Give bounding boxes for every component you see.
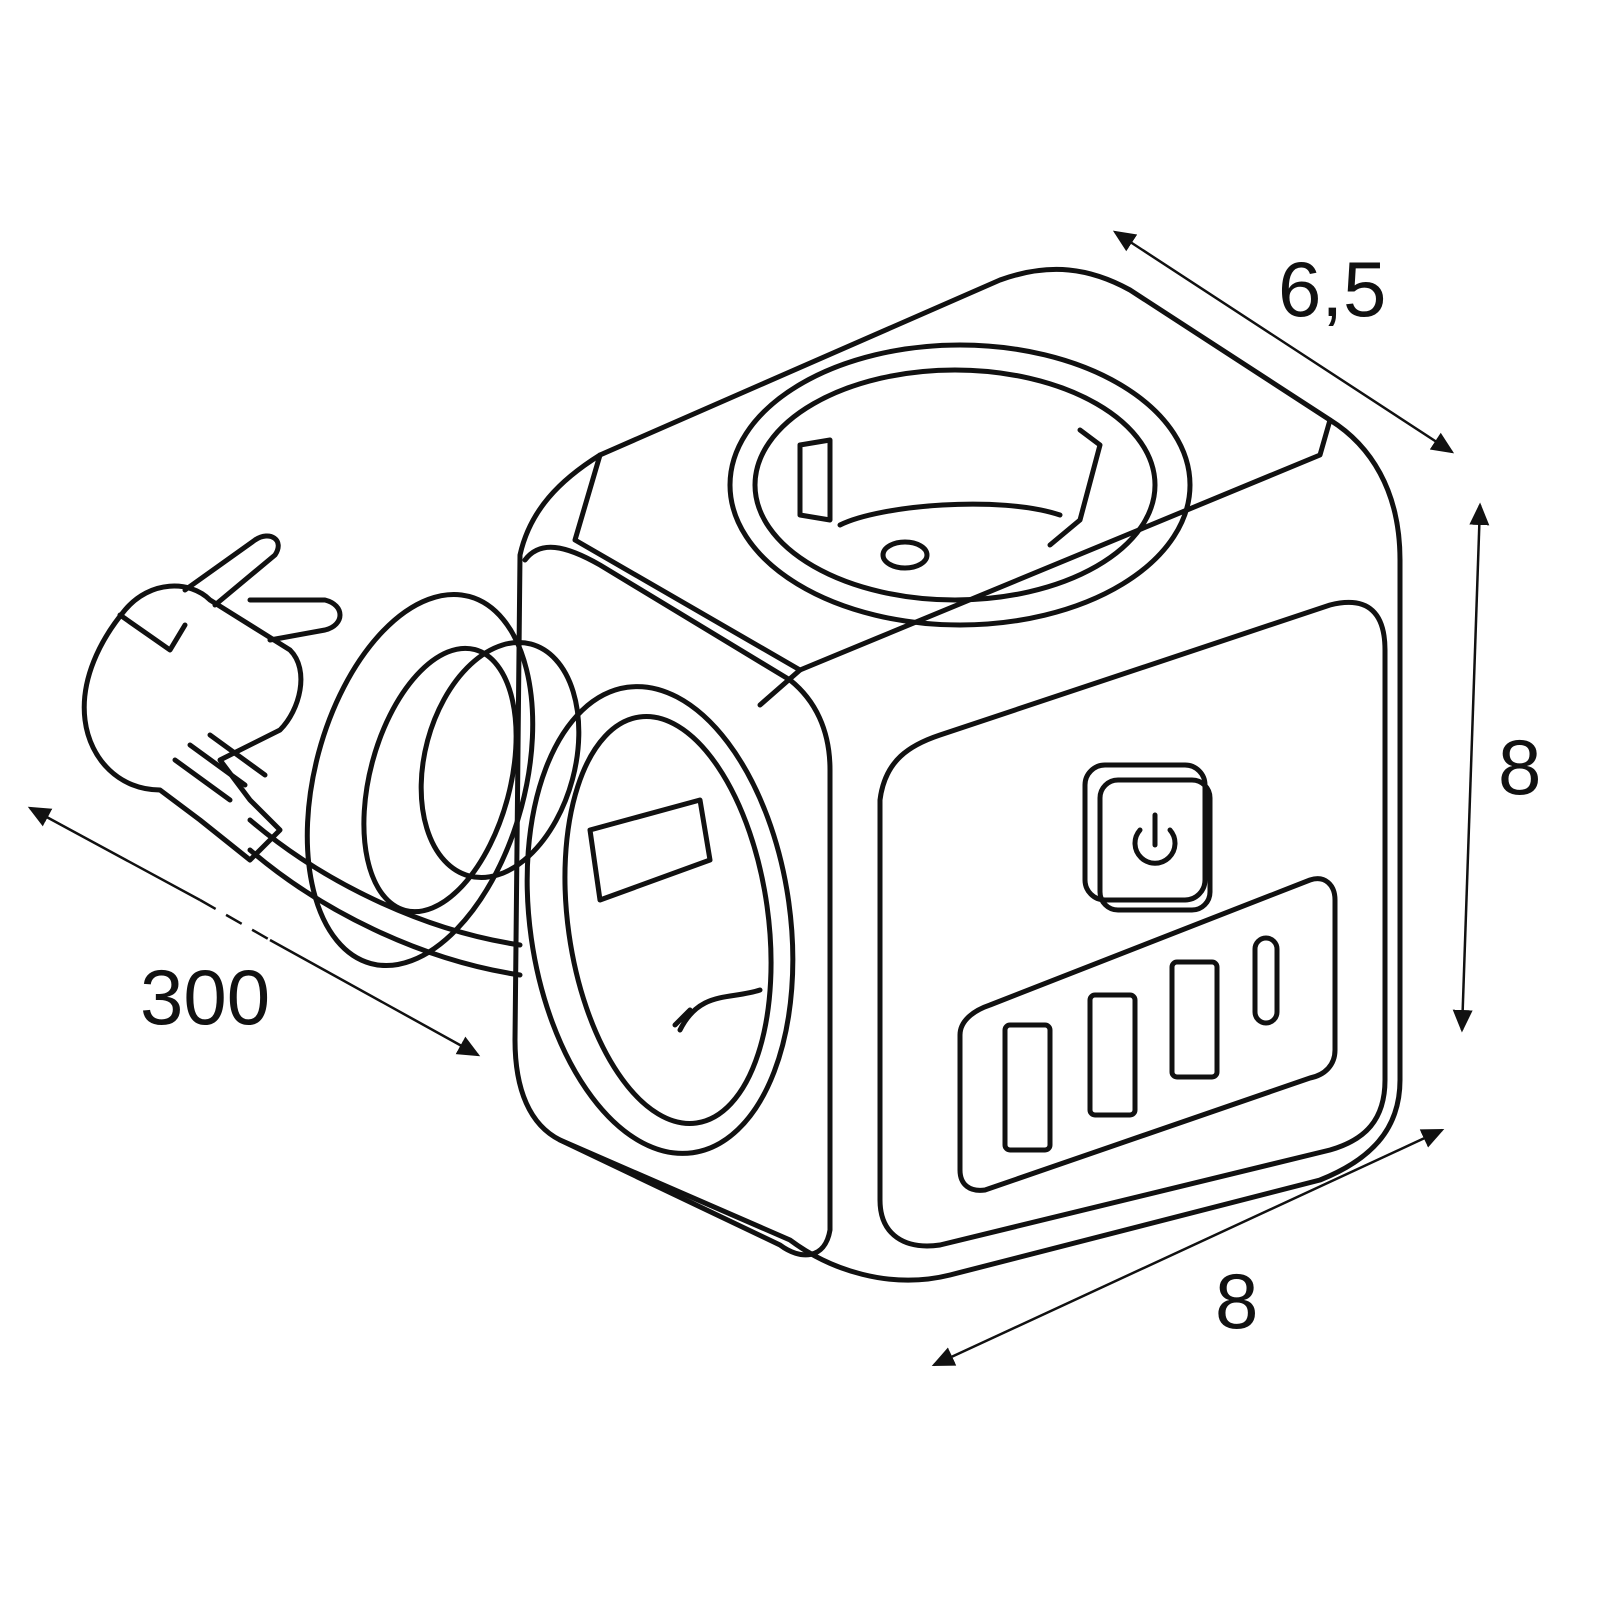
width-label: 8	[1215, 1257, 1259, 1345]
usb-a-port	[1169, 959, 1220, 1080]
usb-a-port	[1002, 1022, 1053, 1153]
height-dimension-line	[1452, 502, 1490, 1033]
cable-length-label: 300	[140, 953, 271, 1041]
usb-a-port	[1087, 992, 1138, 1118]
top-socket-inner	[752, 367, 1158, 603]
side-socket-outer	[524, 684, 796, 1156]
depth-dimension-line	[1112, 230, 1455, 454]
cable-dimension-line	[27, 806, 201, 902]
top-socket-outer	[727, 342, 1193, 628]
power-icon	[1132, 827, 1178, 866]
cable-coil	[247, 591, 582, 978]
cube-body	[512, 266, 1403, 1283]
usb-panel	[957, 876, 1338, 1193]
height-label: 8	[1498, 723, 1542, 811]
depth-label: 6,5	[1278, 245, 1387, 333]
usb-c-port	[1252, 935, 1280, 1026]
plug	[81, 533, 343, 863]
width-dimension-line	[931, 1128, 1445, 1367]
dimension-lines	[27, 230, 1490, 1367]
power-button	[1082, 762, 1213, 913]
side-socket-inner	[562, 714, 774, 1126]
